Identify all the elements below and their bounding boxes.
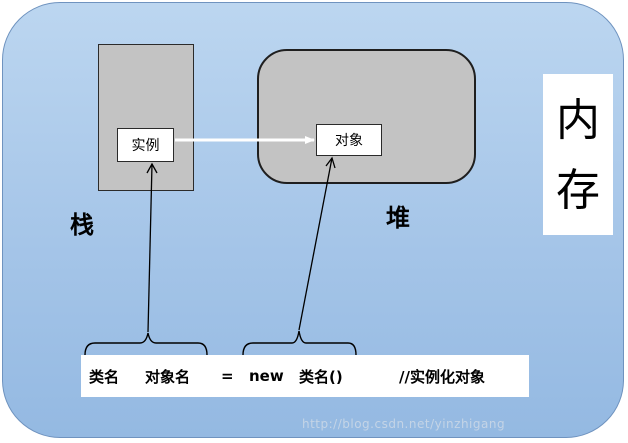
watermark: http://blog.csdn.net/yinzhigang [302,417,506,431]
code-equals: = [221,367,234,385]
pointer-arrow-to-instance [147,163,153,333]
heap-label: 堆 [386,203,410,232]
brace-class-object [84,332,208,356]
memory-label-box: 内 存 [543,74,613,235]
stack-label: 栈 [70,210,94,239]
code-class-name: 类名 [89,367,120,386]
code-object-name: 对象名 [145,367,191,386]
brace-new-constructor [242,330,357,356]
memory-label-char: 内 [556,95,600,146]
heap-region [257,49,476,184]
pointer-arrowhead-instance [146,162,158,174]
object-box: 对象 [316,124,382,156]
code-comment: //实例化对象 [399,367,485,386]
pointer-arrowhead-object [325,156,336,169]
code-statement: 类名 对象名 = new 类名() //实例化对象 [81,355,529,397]
pointer-arrow-to-object [298,157,333,331]
code-new-keyword: new [249,367,284,385]
stack-region [98,44,194,191]
code-constructor: 类名() [299,367,343,386]
instance-box: 实例 [117,128,174,162]
memory-label-char: 存 [556,165,600,216]
